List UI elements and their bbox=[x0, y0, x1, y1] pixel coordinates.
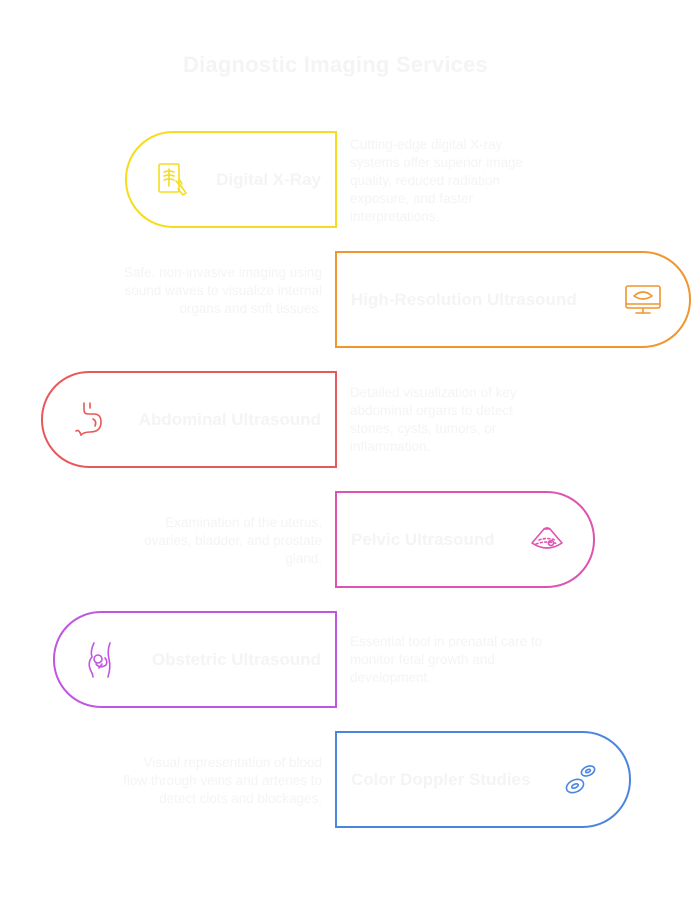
service-digital-xray: Digital X-Ray bbox=[125, 131, 337, 228]
ultrasound-scan-icon bbox=[527, 519, 567, 559]
service-description: Visual representation of blood flow thro… bbox=[123, 755, 322, 806]
stomach-icon bbox=[69, 399, 109, 439]
service-pelvic-ultrasound: Pelvic Ultrasound bbox=[335, 491, 595, 588]
fetus-icon bbox=[81, 639, 121, 679]
service-high-resolution-ultrasound: High-Resolution Ultrasound bbox=[335, 251, 691, 348]
service-description: Detailed visualization of key abdominal … bbox=[350, 385, 517, 454]
service-label: Obstetric Ultrasound bbox=[151, 649, 321, 669]
ultrasound-monitor-icon bbox=[623, 279, 663, 319]
service-label: Digital X-Ray bbox=[216, 169, 321, 189]
service-label: Abdominal Ultrasound bbox=[138, 409, 321, 429]
service-label: Color Doppler Studies bbox=[351, 769, 531, 789]
service-description: Safe, non-invasive imaging using sound w… bbox=[123, 265, 322, 316]
service-abdominal-ultrasound: Abdominal Ultrasound bbox=[41, 371, 337, 468]
service-description: Examination of the uterus, ovaries, blad… bbox=[144, 515, 322, 566]
service-color-doppler-studies: Color Doppler Studies bbox=[335, 731, 631, 828]
service-obstetric-ultrasound: Obstetric Ultrasound bbox=[53, 611, 337, 708]
service-description: Cutting-edge digital X-ray systems offer… bbox=[350, 137, 524, 224]
page-title: Diagnostic Imaging Services bbox=[183, 52, 488, 77]
service-label: Pelvic Ultrasound bbox=[351, 529, 495, 549]
service-description: Essential tool in prenatal care to monit… bbox=[350, 634, 543, 685]
xray-film-icon bbox=[153, 159, 193, 199]
service-label: High-Resolution Ultrasound bbox=[351, 289, 577, 309]
blood-cells-icon bbox=[561, 759, 601, 799]
